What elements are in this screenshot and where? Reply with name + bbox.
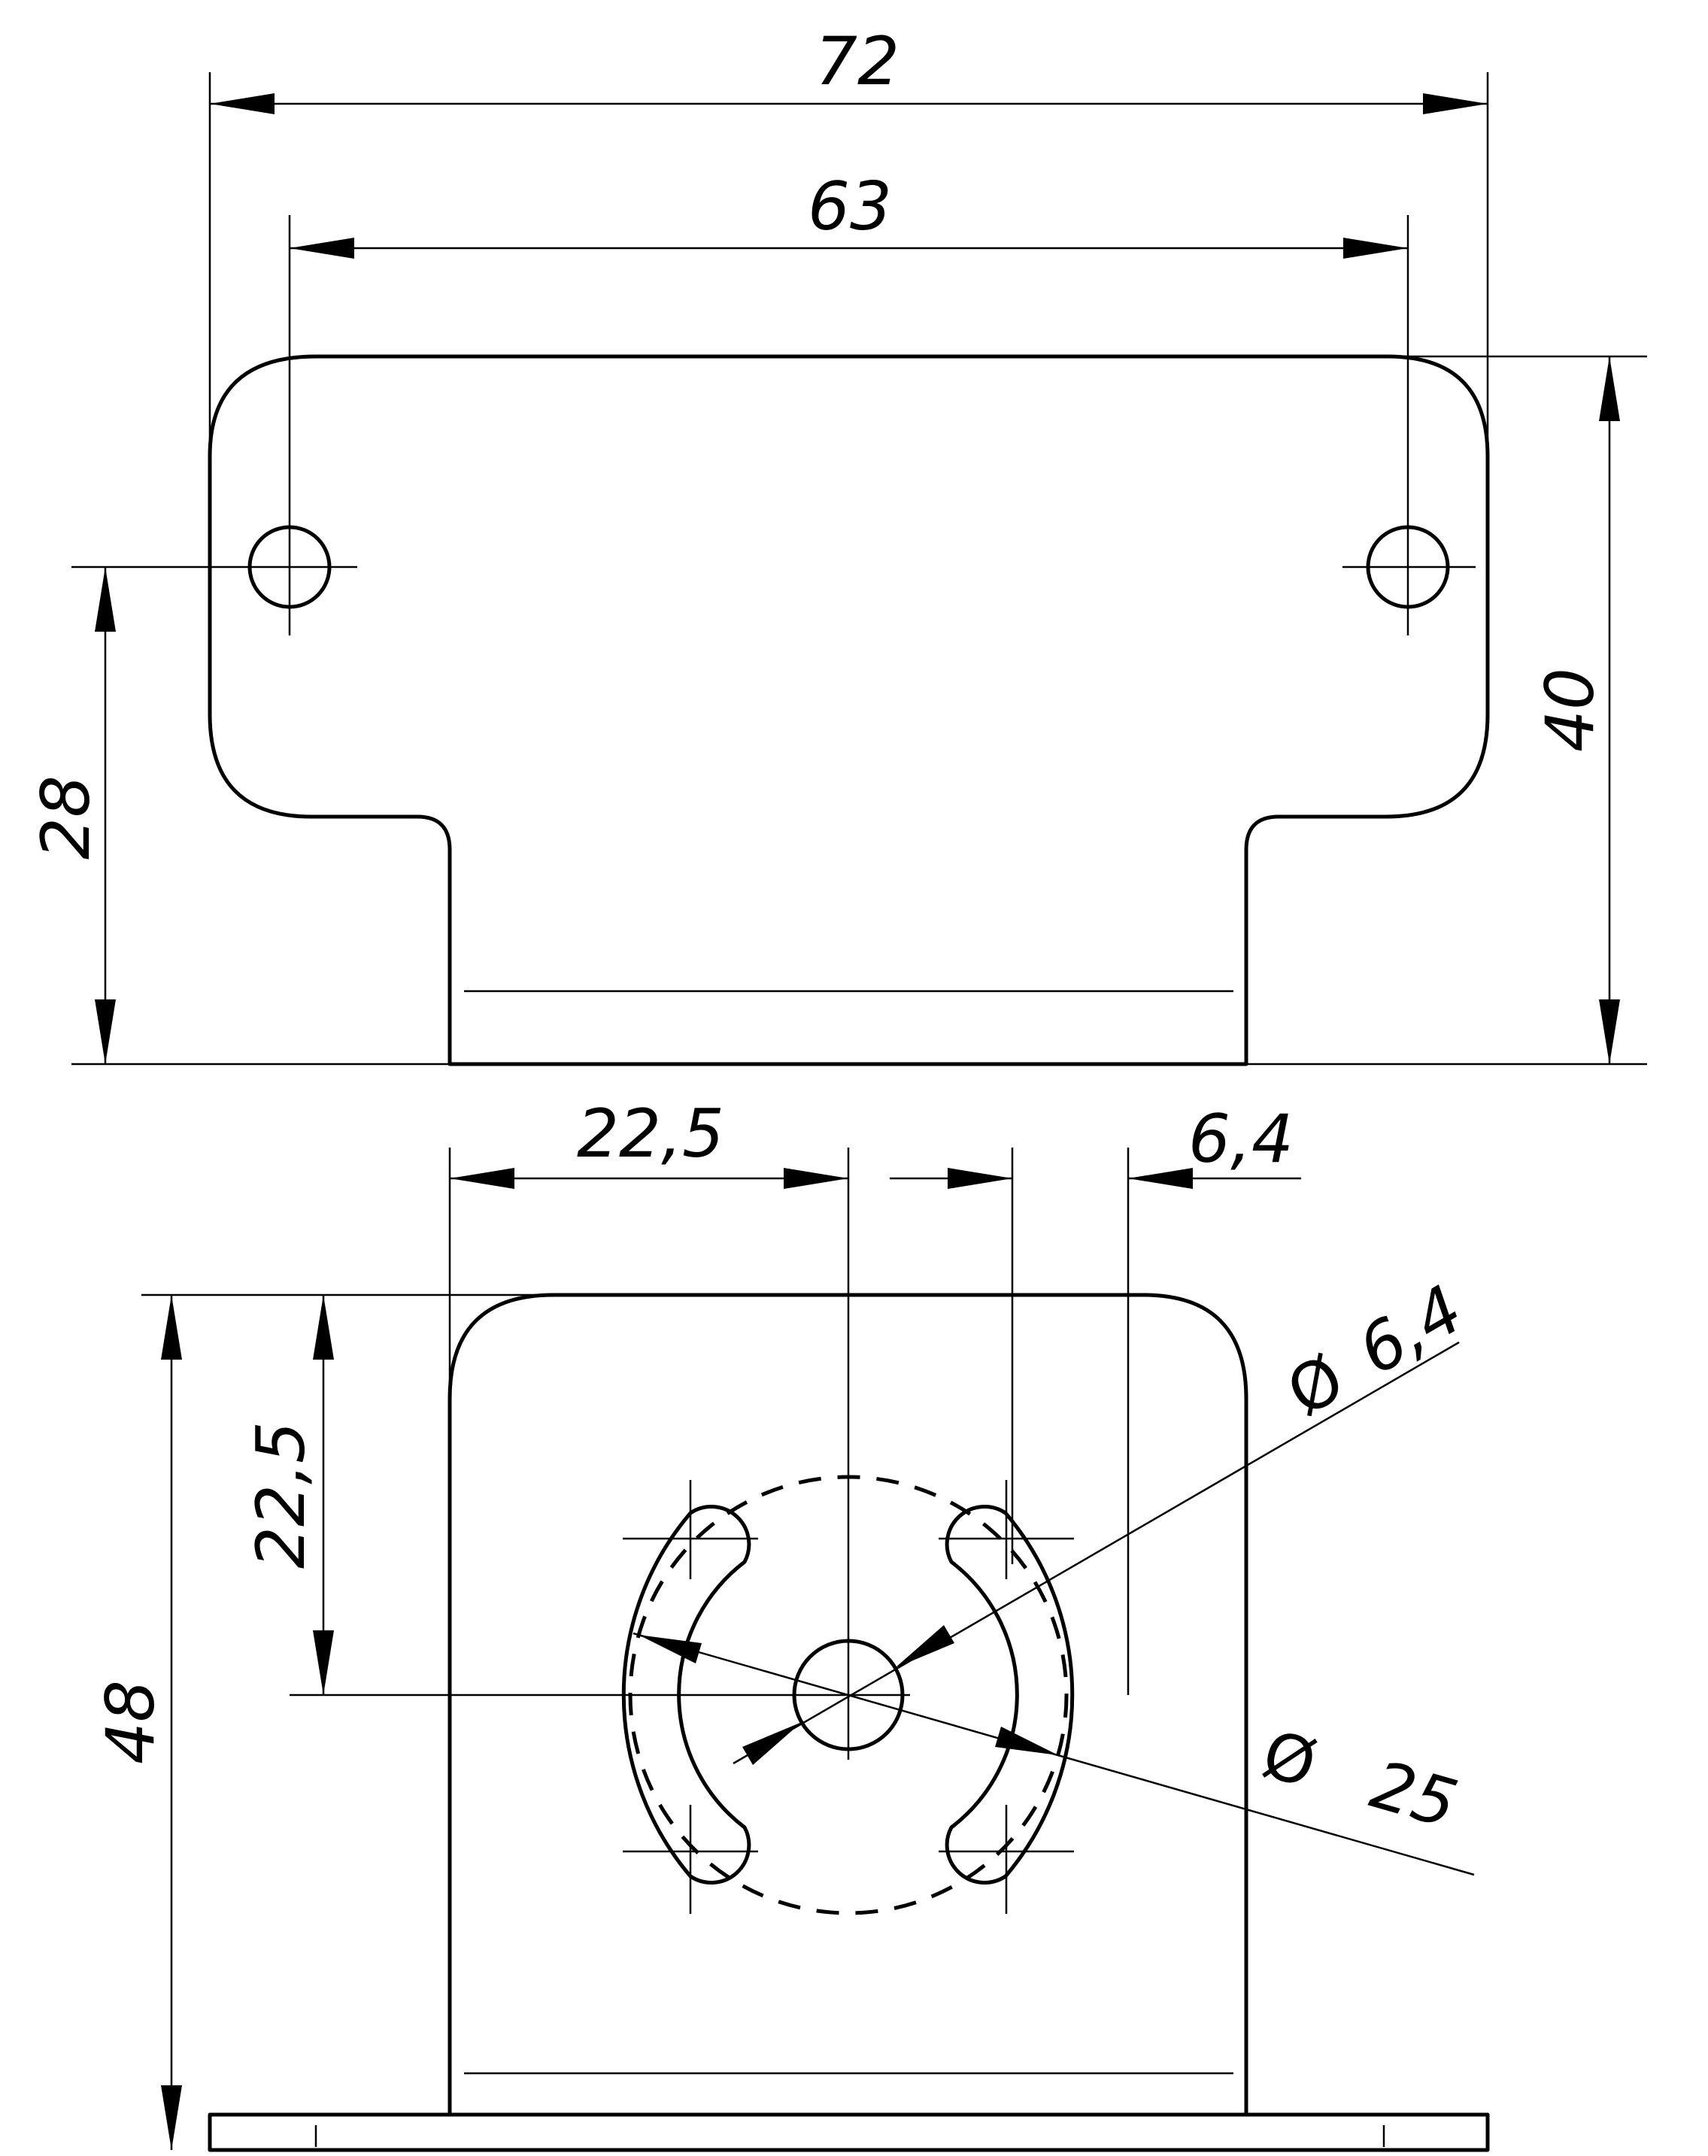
arrowhead [290, 238, 354, 259]
slot-left [621, 1505, 751, 1885]
arrowhead [995, 1727, 1058, 1755]
dimension-label-dia-6-4: Ø 6,4 [1275, 1270, 1476, 1431]
dimension-value-6-4: 6,4 [1345, 1270, 1476, 1390]
dimension-label-40: 40 [1531, 668, 1609, 752]
arrowhead [313, 1295, 334, 1360]
arrowhead [742, 1722, 802, 1765]
arrowhead [948, 1168, 1012, 1189]
dimension-label-dia-25: Ø 25 [1254, 1717, 1465, 1843]
diameter-symbol: Ø [1254, 1717, 1324, 1803]
dimension-label-22-5: 22,5 [577, 1095, 724, 1172]
dimension-label-28: 28 [27, 775, 105, 860]
diameter-symbol: Ø [1275, 1341, 1357, 1431]
arrowhead [1423, 93, 1488, 114]
arrowhead [161, 1295, 182, 1360]
arrowhead [95, 567, 116, 632]
arrowhead [450, 1168, 514, 1189]
arrowhead [784, 1168, 848, 1189]
arrowhead [1343, 238, 1408, 259]
arrowhead [1599, 356, 1620, 421]
arrowhead [895, 1625, 954, 1668]
dimension-label-22-5-vertical: 22,5 [242, 1421, 320, 1569]
dimension-value-25: 25 [1363, 1745, 1465, 1843]
dimension-label-72: 72 [815, 23, 900, 100]
arrowhead [210, 93, 275, 114]
dimension-label-6-4: 6,4 [1188, 1100, 1294, 1178]
base-flange [208, 2112, 1490, 2152]
front-view: 22,5 6,4 22,5 48 Ø 6,4 Ø [92, 1095, 1490, 2152]
leader-line-6-4 [733, 1341, 1460, 1765]
dimension-label-48: 48 [92, 1680, 169, 1764]
arrowhead [1128, 1168, 1193, 1189]
arrowhead [313, 1630, 334, 1695]
slot-right [945, 1505, 1075, 1885]
arrowhead [639, 1635, 702, 1663]
arrowhead [95, 999, 116, 1064]
dimension-label-63: 63 [808, 168, 892, 245]
arrowhead [161, 2085, 182, 2150]
top-view-outline [208, 354, 1490, 1066]
top-view: 72 63 40 28 [27, 23, 1647, 1066]
arrowhead [1599, 999, 1620, 1064]
